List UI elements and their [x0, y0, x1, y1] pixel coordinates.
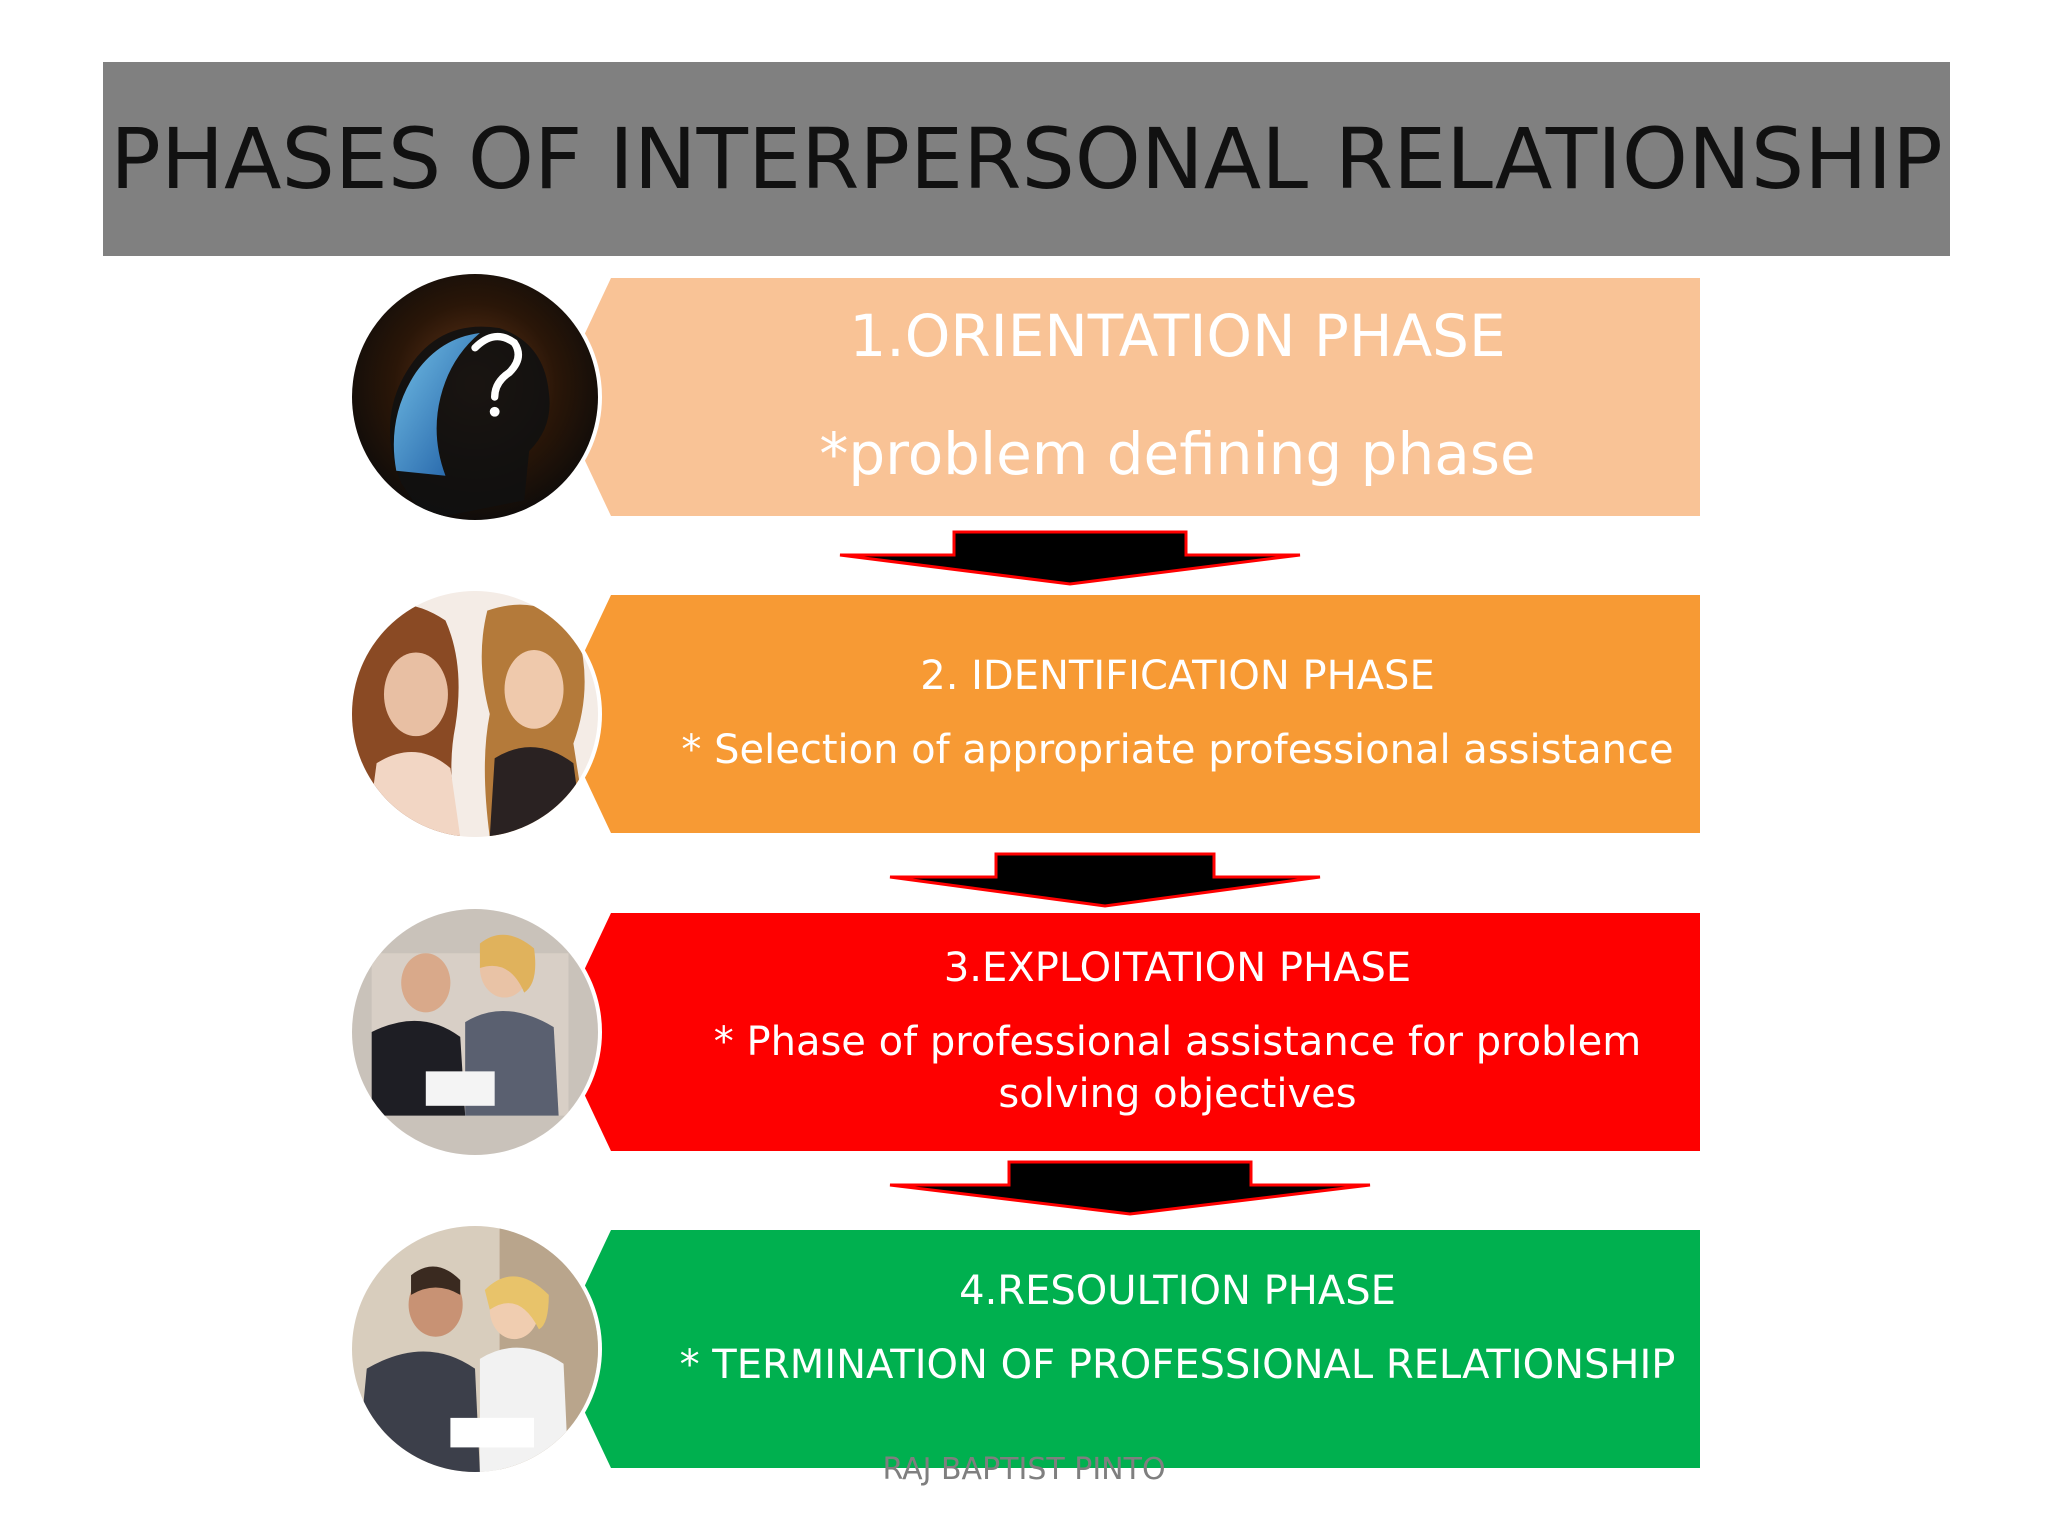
arrow-down-2: [888, 852, 1322, 908]
phase-title: 2. IDENTIFICATION PHASE: [920, 653, 1435, 699]
phase-title: 1.ORIENTATION PHASE: [849, 301, 1506, 370]
phase-description: * TERMINATION OF PROFESSIONAL RELATIONSH…: [679, 1342, 1676, 1388]
phase-description: * Selection of appropriate professional …: [681, 727, 1674, 773]
phase-title: 4.RESOULTION PHASE: [959, 1268, 1396, 1314]
footer-author: RAJ BAPTIST PINTO: [882, 1452, 1166, 1487]
phase-banner-exploitation: 3.EXPLOITATION PHASE * Phase of professi…: [555, 913, 1700, 1151]
phase-banner-resolution: 4.RESOULTION PHASE * TERMINATION OF PROF…: [555, 1230, 1700, 1468]
slide-title: PHASES OF INTERPERSONAL RELATIONSHIP: [110, 110, 1943, 208]
business-meeting-image: [352, 909, 598, 1155]
title-bar: PHASES OF INTERPERSONAL RELATIONSHIP: [103, 62, 1950, 256]
phase-description: *problem defining phase: [819, 420, 1536, 489]
arrow-down-1: [838, 530, 1302, 586]
two-women-talking-image: [352, 591, 598, 837]
phase-title: 3.EXPLOITATION PHASE: [943, 945, 1412, 991]
consultation-image: [352, 1226, 598, 1472]
phase-banner-identification: 2. IDENTIFICATION PHASE * Selection of a…: [555, 595, 1700, 833]
phase-description: * Phase of professional assistance for p…: [713, 1019, 1642, 1117]
phase-banner-orientation: 1.ORIENTATION PHASE *problem defining ph…: [555, 278, 1700, 516]
head-question-mark-image: [352, 274, 598, 520]
arrow-down-3: [888, 1160, 1372, 1216]
